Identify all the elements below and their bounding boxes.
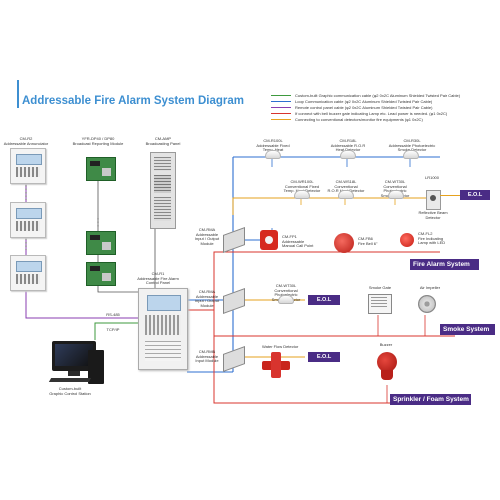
tcpip-label: TCP/IP — [106, 327, 120, 332]
buzzer-label: Buzzer — [379, 342, 393, 347]
water-flow-detector-icon — [262, 352, 290, 378]
fire-bell-icon — [334, 233, 354, 253]
green-cable — [94, 322, 138, 340]
legend-item: Loop Communication cable (φ2 0x2C Alumin… — [271, 99, 491, 104]
legend-swatch — [271, 101, 291, 103]
buzzer-icon — [377, 352, 397, 382]
sprinkler-system-tag: Sprinkler / Foam System — [390, 394, 471, 405]
manual-call-point-icon — [260, 230, 278, 250]
fl2-label: CM-FL2 Fire Indicating Lamp with LED — [418, 231, 446, 246]
keyboard — [48, 378, 92, 382]
circuit-board — [86, 157, 116, 181]
computer-tower — [88, 350, 104, 384]
legend-label: Remote control panel cable (φ2 0x2C Alum… — [295, 105, 433, 110]
heat-detector-icon — [265, 150, 281, 159]
red-power-3 — [213, 336, 455, 404]
annunciator-panel — [10, 202, 46, 238]
annunciator-panel — [10, 255, 46, 291]
red-power-2 — [213, 310, 455, 337]
fb6-label: CM-FB6 Fire Bell 6" — [358, 236, 378, 246]
computer-stand — [68, 371, 80, 376]
title-accent-bar — [17, 80, 19, 108]
heat-detector-icon — [338, 190, 354, 199]
broadcast-cabinet — [150, 152, 176, 229]
orange-cable-top — [232, 197, 440, 215]
smoke-detector-icon — [403, 150, 419, 159]
cm-amp-label: CM-AMP Broadcasting Panel — [145, 136, 181, 146]
legend-item: Custom-built Graphic communication cable… — [271, 93, 491, 98]
cm-r2-label: CM-R2 Addressable Annunciator — [3, 136, 49, 146]
fp1-label: CM-FP1 Addressable Manual Call Point — [282, 234, 314, 249]
eol-marker: E.O.L — [460, 190, 490, 200]
smoke-system-tag: Smoke System — [440, 324, 495, 335]
legend-swatch — [271, 113, 291, 115]
rma-2-label: CM-RMA Addressable Input / Output Module — [194, 289, 220, 308]
beam-detector-icon — [426, 190, 441, 210]
fire-alarm-system-tag: Fire Alarm System — [410, 259, 479, 270]
station-label: Custom-built Graphic Control Station — [49, 386, 91, 396]
yfr-label: YFR-DP40 / DP80 Broadcast Reporting Modu… — [72, 136, 124, 146]
page-title: Addressable Fire Alarm System Diagram — [22, 95, 244, 107]
heat-detector-icon — [294, 190, 310, 199]
indicating-lamp-icon — [400, 233, 414, 247]
eol-connector — [440, 195, 460, 196]
legend-swatch — [271, 119, 291, 121]
air-impeller-label: Air Impeller — [419, 285, 441, 290]
legend-label: Connecting to conventional detectors/mon… — [295, 117, 423, 122]
control-panel — [138, 288, 188, 370]
smoke-detector-icon — [278, 295, 294, 304]
legend-label: Loop Communication cable (φ2 0x2C Alumin… — [295, 99, 433, 104]
cm-r30l-label: CM-R30L Addressable Photoelectric Smoke … — [388, 138, 436, 153]
dark-cable — [97, 168, 138, 293]
rmb-label: CM-RMB Addressable Input Module — [195, 349, 219, 364]
annunciator-panel — [10, 148, 46, 184]
smoke-gate-label: Smoke Gate — [368, 285, 392, 290]
smoke-detector-icon — [388, 190, 404, 199]
rma-1-label: CM-RMA Addressable Input / Output Module — [194, 227, 220, 246]
circuit-board — [86, 262, 116, 286]
cm-r1-label: CM-R1 Addressable Fire Alarm Control Pan… — [137, 271, 179, 286]
cm-r18l-label: CM-R18L Addressable R.O.R Heat Detector — [330, 138, 366, 153]
rs485-label: RS-485 — [106, 312, 120, 317]
legend-item: Connecting to conventional detectors/mon… — [271, 117, 491, 122]
legend-swatch — [271, 107, 291, 109]
air-impeller-icon — [418, 295, 436, 313]
circuit-board — [86, 231, 116, 255]
smoke-gate-icon — [368, 294, 392, 314]
heat-detector-icon — [340, 150, 356, 159]
beam-label: Reflective Beam Detector — [418, 210, 448, 220]
legend-label: If connect with bell buzzer gate indicat… — [295, 111, 448, 116]
red-power-1 — [187, 251, 440, 311]
eol-marker: E.O.L — [308, 352, 340, 362]
legend-item: If connect with bell buzzer gate indicat… — [271, 111, 491, 116]
legend-swatch — [271, 95, 291, 97]
water-flow-label: Water Flow Detector — [262, 344, 299, 349]
legend-item: Remote control panel cable (φ2 0x2C Alum… — [271, 105, 491, 110]
eol-marker: E.O.L — [308, 295, 340, 305]
legend-label: Custom-built Graphic communication cable… — [295, 93, 461, 98]
lr1000-label: LR1000 — [424, 175, 439, 180]
